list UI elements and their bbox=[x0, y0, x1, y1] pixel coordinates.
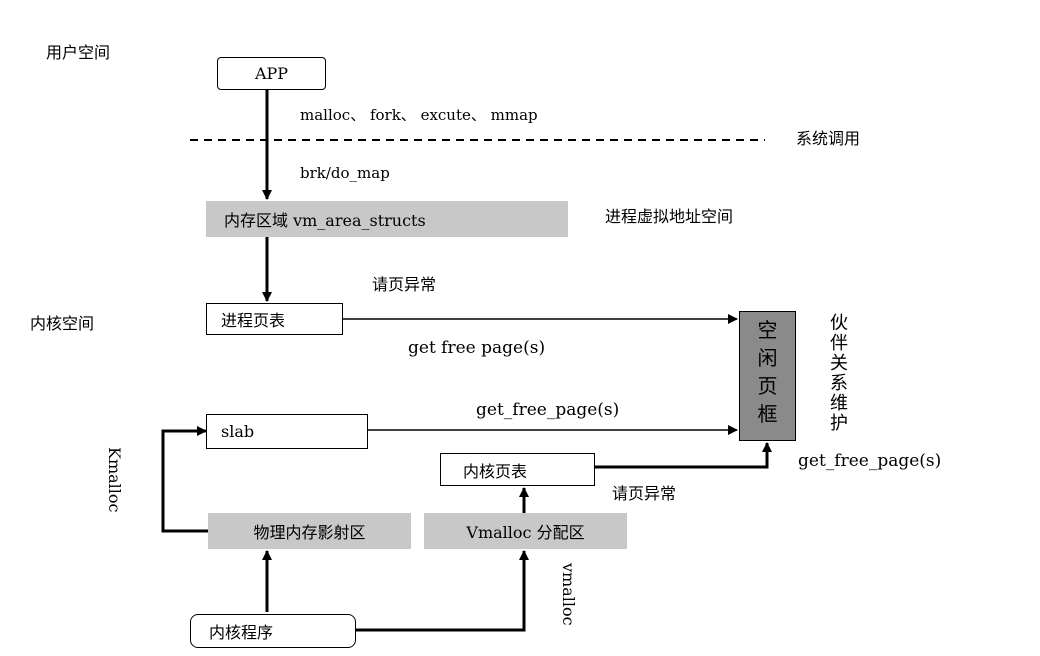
vma-node: 内存区域 vm_area_structs bbox=[206, 201, 568, 237]
gfp-edge-label-1: get free page(s) bbox=[408, 338, 546, 358]
kernel-page-table-node: 内核页表 bbox=[440, 453, 595, 486]
syscall-label: 系统调用 bbox=[796, 129, 861, 148]
kernel-space-label: 内核空间 bbox=[30, 314, 95, 333]
buddy-label: 伙伴关系维护 bbox=[830, 313, 848, 434]
kmalloc-edge-label: Kmalloc bbox=[105, 447, 124, 513]
free-frames-node: 空闲页框 bbox=[739, 311, 796, 441]
process-page-table-node: 进程页表 bbox=[206, 303, 343, 335]
vmalloc-edge-label: vmalloc bbox=[559, 563, 578, 626]
page-fault-label-1: 请页异常 bbox=[372, 275, 437, 294]
slab-node: slab bbox=[206, 414, 368, 449]
brk-edge-label: brk/do_map bbox=[300, 164, 390, 182]
gfp-edge-label-3: get_free_page(s) bbox=[798, 451, 942, 471]
kmalloc-arrow bbox=[161, 426, 208, 533]
vmalloc-area-node: Vmalloc 分配区 bbox=[424, 513, 627, 549]
syscalls-edge-label: malloc、 fork、 excute、 mmap bbox=[300, 106, 538, 124]
page-fault-label-2: 请页异常 bbox=[612, 484, 677, 503]
phys-mem-map-node: 物理内存影射区 bbox=[208, 513, 411, 549]
app-node: APP bbox=[217, 57, 326, 90]
free-frames-label: 空闲页框 bbox=[757, 318, 778, 426]
gfp-edge-label-2: get_free_page(s) bbox=[476, 400, 620, 420]
user-space-label: 用户空间 bbox=[46, 43, 111, 62]
kpt-to-frames-arrow bbox=[595, 442, 772, 469]
kernel-program-node: 内核程序 bbox=[190, 614, 356, 648]
process-vaddr-label: 进程虚拟地址空间 bbox=[605, 207, 734, 226]
vmalloc-arrow bbox=[356, 550, 529, 632]
